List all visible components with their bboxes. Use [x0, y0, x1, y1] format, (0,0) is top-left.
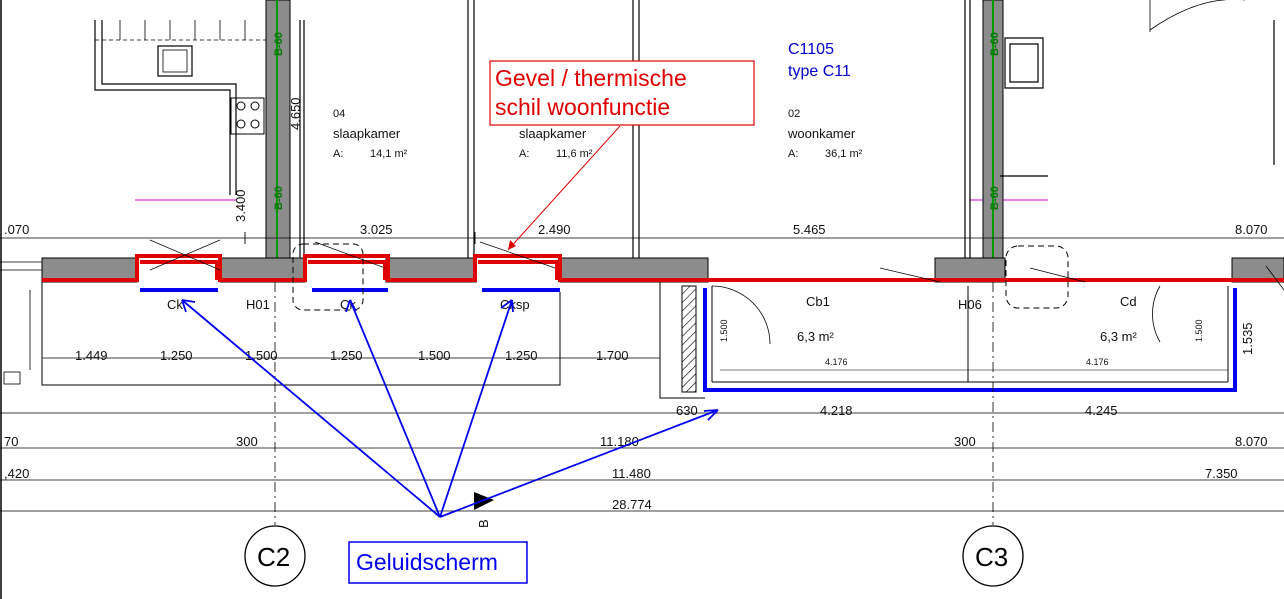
section-mark: B: [476, 519, 491, 528]
door-swing-cb1: [711, 285, 771, 345]
room-3-name: woonkamer: [787, 126, 856, 141]
window-dim-6: 1.250: [505, 348, 538, 363]
balcony-1-side: 1.500: [719, 319, 729, 342]
balcony-1-area: 6,3 m²: [797, 329, 835, 344]
window-dim-7: 1.700: [596, 348, 629, 363]
bottom-dim-row2-3: 11.180: [600, 434, 639, 449]
sound-screen-lines: [140, 288, 1237, 392]
fire-wall-left: [265, 0, 291, 280]
bottom-dim-balcony-2: 4.245: [1085, 403, 1118, 418]
grid-label-c3: C3: [975, 542, 1008, 572]
fire-label-4: B-60: [989, 186, 1001, 210]
window-dim-3: 1.500: [245, 348, 278, 363]
top-dim-0: .070: [4, 222, 29, 237]
geluidscherm-label: Geluidscherm: [356, 549, 498, 575]
balcony-2-name: Cd: [1120, 294, 1137, 309]
door-swing-cd: [1152, 285, 1161, 343]
grid-bubble-c3: [962, 525, 1024, 587]
top-dim-3: 5.465: [793, 222, 826, 237]
top-dim-ticks: [244, 232, 1004, 244]
grid-label-c2: C2: [257, 542, 290, 572]
cooktop-icon: [230, 97, 265, 135]
window-hatching: [149, 239, 1086, 283]
balcony-1-inner: 4.176: [825, 357, 848, 367]
fire-label-2: B-60: [273, 186, 285, 210]
wall-label-2: H06: [958, 297, 982, 312]
wall-label-1: H01: [246, 297, 270, 312]
bottom-dim-row3-3: 7.350: [1205, 466, 1238, 481]
window-dim-1: 1.449: [75, 348, 108, 363]
bottom-dim-row2-1: 70: [4, 434, 18, 449]
top-dim-1: 3.025: [360, 222, 393, 237]
geluidscherm-box: [348, 541, 528, 584]
room-2-area-prefix: A:: [519, 148, 529, 160]
kitchen-outline: [94, 20, 270, 195]
bottom-dim-630: 630: [676, 403, 698, 418]
bottom-dim-row3-1: ,420: [4, 466, 29, 481]
room-1-area-prefix: A:: [333, 148, 343, 160]
unit-type: type C11: [788, 63, 851, 80]
fire-label-3: B-60: [989, 32, 1001, 56]
bottom-dim-lines: [0, 412, 1284, 512]
top-dim-4: 8.070: [1235, 222, 1268, 237]
gevel-annotation-line1: Gevel / thermische: [495, 65, 687, 91]
gevel-leader-arrow: [508, 240, 516, 250]
vertical-dim-2: 3.400: [233, 189, 248, 222]
balcony-outline-left: [41, 282, 705, 399]
window-label-1: Ck: [167, 297, 183, 312]
balcony-1-name: Cb1: [806, 294, 830, 309]
bottom-dim-row2-4: 300: [954, 434, 976, 449]
gevel-annotation-line2: schil woonfunctie: [495, 94, 670, 120]
room-1-area: 14,1 m²: [370, 148, 408, 160]
top-dim-2: 2.490: [538, 222, 571, 237]
window-label-3: Cksp: [500, 297, 530, 312]
room-2-name: slaapkamer: [519, 126, 587, 141]
window-dim-2: 1.250: [160, 348, 193, 363]
bottom-dim-balcony-1: 4.218: [820, 403, 853, 418]
fire-wall-right: [982, 0, 1004, 280]
left-edge-details: [0, 261, 1284, 385]
bottom-dim-row4-1: 28.774: [612, 497, 652, 512]
dashed-outlines: [292, 243, 1069, 311]
gevel-annotation-box: [489, 60, 755, 126]
geluidscherm-arrows: [181, 299, 719, 518]
room-2-area: 11,6 m²: [556, 148, 593, 160]
room-3-number: 02: [788, 108, 800, 120]
grid-bubble-c2: [244, 525, 306, 587]
sink-basin-icon: [162, 49, 188, 73]
balcony-2-area: 6,3 m²: [1100, 329, 1138, 344]
fire-label-1: B-60: [273, 32, 285, 56]
thermal-shell-line: [42, 254, 1284, 282]
bottom-dim-row2-5: 8.070: [1235, 434, 1268, 449]
room-1-number: 04: [333, 108, 345, 120]
unit-code: C1105: [788, 41, 834, 58]
balcony-2-inner: 4.176: [1086, 357, 1109, 367]
window-dim-5: 1.500: [418, 348, 451, 363]
sink-icon: [157, 45, 193, 77]
balcony-2-side: 1.500: [1194, 319, 1204, 342]
grid-axis-lines: [274, 282, 994, 525]
interior-walls: [299, 0, 1275, 258]
room-3-area: 36,1 m²: [825, 148, 863, 160]
window-dim-4: 1.250: [330, 348, 363, 363]
room-3-area-prefix: A:: [788, 148, 798, 160]
vertical-dim-1: 4.650: [288, 97, 303, 130]
balcony-hatched-wall: [681, 285, 697, 393]
room-1-name: slaapkamer: [333, 126, 401, 141]
gevel-leader-line: [507, 125, 621, 251]
bottom-dim-row2-2: 300: [236, 434, 258, 449]
balcony-2-depth: 1.535: [1240, 322, 1255, 355]
bottom-dim-row3-2: 11.480: [612, 466, 651, 481]
